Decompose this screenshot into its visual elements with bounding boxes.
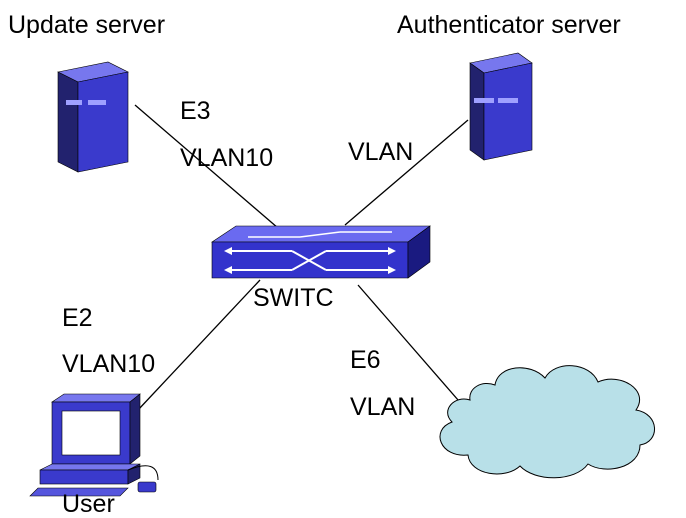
- cloud-icon: [439, 365, 655, 479]
- user-vlan-label: VLAN10: [62, 350, 156, 378]
- network-vlan-label: VLAN: [350, 393, 416, 421]
- update-vlan-label: VLAN10: [180, 144, 274, 172]
- link-network: [357, 284, 466, 409]
- switch-icon[interactable]: [211, 225, 431, 279]
- user-label: User: [62, 490, 115, 518]
- auth-vlan-label: VLAN: [348, 138, 414, 166]
- auth-server-icon[interactable]: [469, 52, 533, 161]
- auth-server-label: Authenticator server: [397, 11, 621, 39]
- update-server-label: Update server: [8, 11, 166, 39]
- link-auth-server: [344, 119, 469, 226]
- link-user: [137, 279, 261, 411]
- update-port-label: E3: [180, 97, 211, 125]
- user-port-label: E2: [62, 304, 93, 332]
- network-port-label: E6: [350, 346, 381, 374]
- switch-label: SWITC: [253, 284, 334, 312]
- link-update-server: [134, 104, 279, 229]
- computer-icon[interactable]: [29, 393, 159, 497]
- update-server-icon[interactable]: [57, 61, 129, 173]
